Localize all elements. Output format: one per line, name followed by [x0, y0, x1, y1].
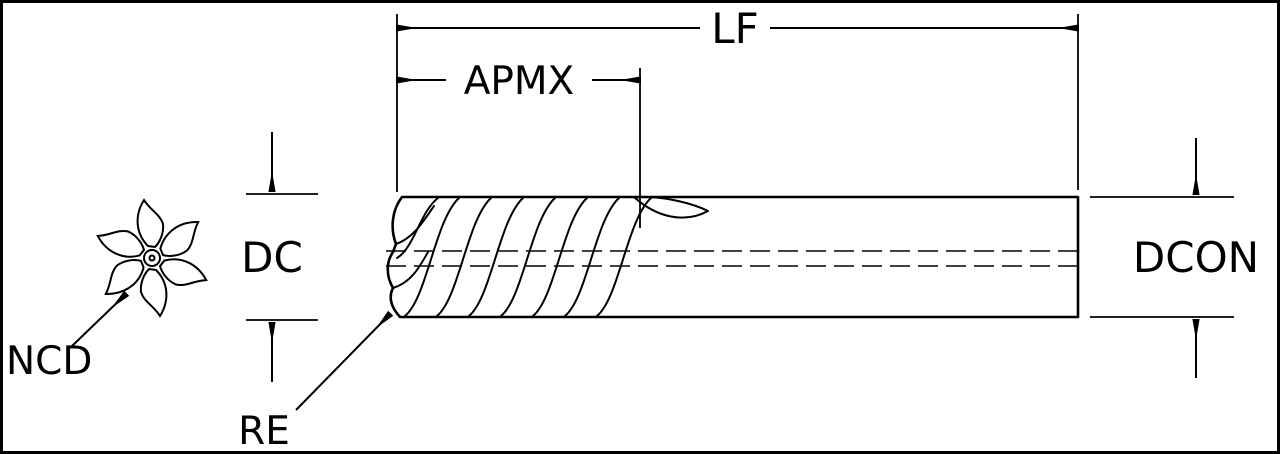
end-view-center-dot: [148, 254, 156, 262]
ncd-callout: NCD: [6, 290, 130, 384]
re-leader-line: [295, 310, 394, 411]
end-view-center-circle: [143, 249, 161, 267]
dcon-dimension: DCON: [1090, 138, 1259, 378]
end-gash-line-upper: [395, 205, 435, 245]
tool-body-outline: [386, 195, 1080, 319]
label-dc: DC: [241, 233, 303, 282]
label-lf: LF: [711, 4, 759, 53]
flute-runout-curve-upper: [649, 196, 709, 212]
label-ncd: NCD: [6, 339, 92, 384]
tool-end-view: [93, 199, 211, 317]
label-re: RE: [238, 409, 290, 454]
ncd-leader-line: [71, 290, 130, 347]
centerline-group: [386, 250, 1086, 267]
dc-dimension: DC: [241, 132, 318, 382]
apmx-dimension: APMX: [396, 59, 641, 228]
label-dcon: DCON: [1133, 233, 1259, 282]
end-gash-line-lower: [392, 251, 429, 289]
label-apmx: APMX: [464, 59, 575, 104]
re-callout: RE: [238, 310, 394, 454]
lf-dimension: LF: [396, 4, 1079, 192]
